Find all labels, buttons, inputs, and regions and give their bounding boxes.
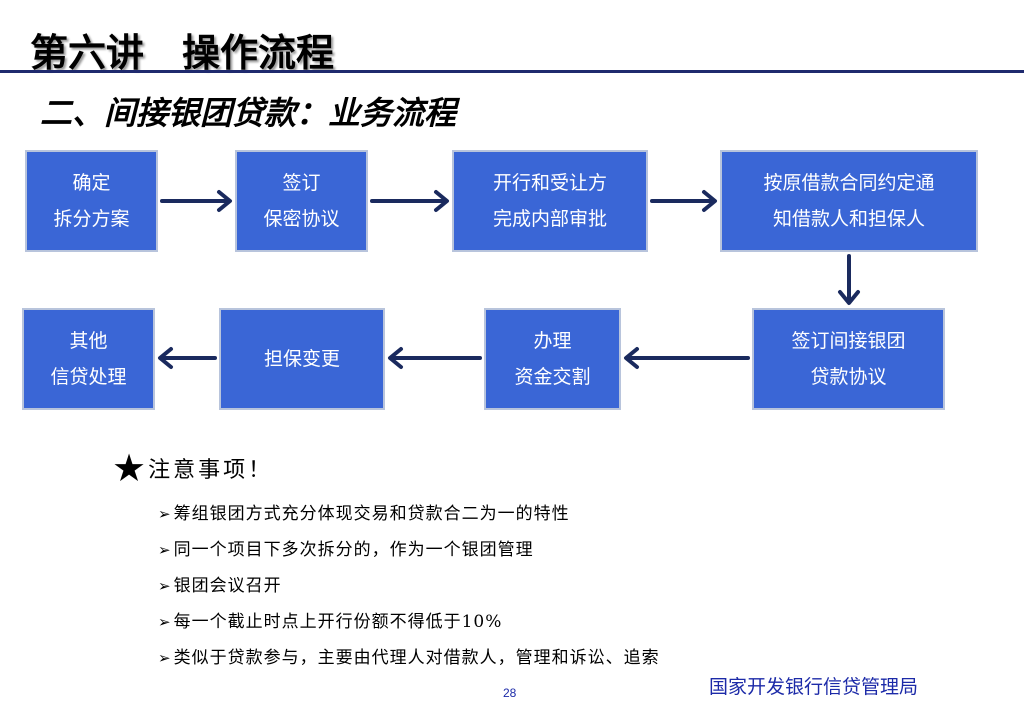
flow-step-line: 开行和受让方: [492, 172, 607, 194]
arrow-down-icon: [838, 254, 860, 305]
arrow-bullet-icon: ➢: [158, 541, 172, 559]
flow-step-line: 按原借款合同约定通: [763, 172, 935, 194]
arrow-right-icon: [160, 190, 232, 212]
list-item: ➢每一个截止时点上开行份额不得低于10%: [158, 609, 660, 645]
flow-step-line: 办理: [533, 330, 572, 352]
flow-step-line: 其他: [69, 330, 108, 352]
list-item: ➢同一个项目下多次拆分的，作为一个银团管理: [158, 537, 660, 573]
flow-step-line: 知借款人和担保人: [772, 208, 925, 230]
flow-step-line: 确定: [72, 172, 111, 194]
list-item-text: 银团会议召开: [173, 576, 282, 596]
footer-organization: 国家开发银行信贷管理局: [709, 676, 919, 698]
notes-list: ➢筹组银团方式充分体现交易和贷款合二为一的特性 ➢同一个项目下多次拆分的，作为一…: [158, 501, 660, 681]
arrow-bullet-icon: ➢: [158, 649, 172, 667]
arrow-bullet-icon: ➢: [158, 577, 172, 595]
flow-step-other-credit-handling: 其他 信贷处理: [22, 308, 155, 410]
notes-heading: ★ 注意事项！: [112, 448, 273, 488]
title-underline: [0, 70, 1024, 73]
notes-heading-text: 注意事项！: [148, 458, 274, 483]
flow-step-guarantee-change: 担保变更: [219, 308, 385, 410]
flow-step-line: 资金交割: [514, 366, 591, 388]
flow-step-line: 担保变更: [263, 348, 340, 370]
flow-step-determine-split-plan: 确定 拆分方案: [25, 150, 158, 252]
list-item-text: 每一个截止时点上开行份额不得低于10%: [173, 612, 503, 632]
flow-step-line: 保密协议: [263, 208, 340, 230]
flow-step-line: 拆分方案: [53, 208, 130, 230]
arrow-bullet-icon: ➢: [158, 613, 172, 631]
arrow-left-icon: [158, 347, 217, 369]
page-subtitle: 二、间接银团贷款：业务流程: [40, 94, 457, 132]
arrow-left-icon: [624, 347, 750, 369]
arrow-left-icon: [388, 347, 482, 369]
list-item: ➢银团会议召开: [158, 573, 660, 609]
flow-step-internal-approval: 开行和受让方 完成内部审批: [452, 150, 648, 252]
flow-step-fund-settlement: 办理 资金交割: [484, 308, 621, 410]
flow-step-line: 完成内部审批: [492, 208, 607, 230]
page-number: 28: [503, 686, 517, 700]
flow-step-line: 签订间接银团: [791, 330, 906, 352]
list-item-text: 类似于贷款参与，主要由代理人对借款人，管理和诉讼、追索: [173, 648, 660, 668]
list-item: ➢类似于贷款参与，主要由代理人对借款人，管理和诉讼、追索: [158, 645, 660, 681]
flow-step-line: 信贷处理: [50, 366, 127, 388]
list-item: ➢筹组银团方式充分体现交易和贷款合二为一的特性: [158, 501, 660, 537]
arrow-right-icon: [650, 190, 717, 212]
star-icon: ★: [112, 446, 147, 490]
list-item-text: 同一个项目下多次拆分的，作为一个银团管理: [173, 540, 534, 560]
page-title: 第六讲 操作流程: [30, 31, 335, 75]
flow-step-line: 贷款协议: [810, 366, 887, 388]
flow-step-sign-indirect-syndicate-agreement: 签订间接银团 贷款协议: [752, 308, 945, 410]
list-item-text: 筹组银团方式充分体现交易和贷款合二为一的特性: [173, 504, 570, 524]
flow-step-line: 签订: [282, 172, 321, 194]
flow-step-sign-nda: 签订 保密协议: [235, 150, 368, 252]
arrow-right-icon: [370, 190, 449, 212]
arrow-bullet-icon: ➢: [158, 505, 172, 523]
flow-step-notify-borrower-guarantor: 按原借款合同约定通 知借款人和担保人: [720, 150, 978, 252]
